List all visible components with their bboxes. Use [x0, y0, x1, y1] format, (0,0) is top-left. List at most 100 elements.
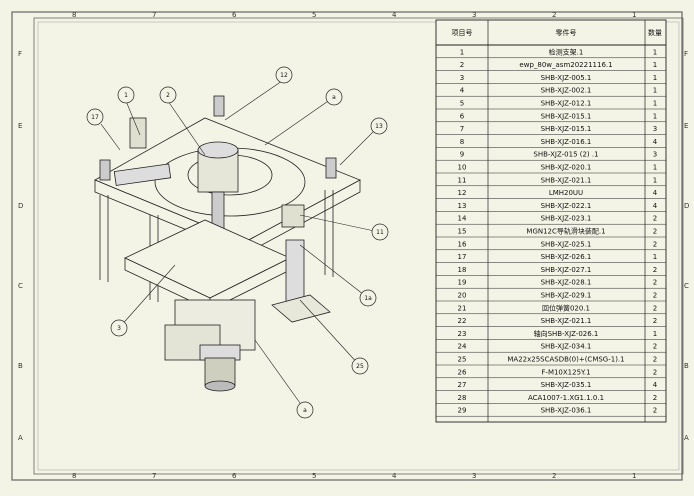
bom-cell-qty: 1 [653, 87, 657, 95]
zone-number: 1 [632, 472, 636, 480]
zone-letter: E [684, 122, 688, 130]
callout-label: 12 [280, 72, 288, 79]
bom-cell-item: 15 [458, 228, 467, 236]
bom-header-qty: 数量 [648, 28, 662, 37]
zone-letter: C [18, 282, 23, 290]
zone-number: 6 [232, 11, 237, 19]
bom-cell-item: 10 [458, 164, 467, 172]
bom-cell-item: 16 [458, 240, 467, 248]
bom-cell-item: 29 [458, 407, 467, 415]
bom-cell-part: SHB-XJZ-012.1 [541, 100, 592, 108]
bom-cell-qty: 2 [653, 368, 657, 376]
bom-cell-qty: 1 [653, 176, 657, 184]
right-base-plate [271, 294, 331, 323]
bom-cell-qty: 2 [653, 317, 657, 325]
left-bracket [129, 117, 147, 149]
bom-cell-qty: 2 [653, 240, 657, 248]
bom-cell-part: SHB-XJZ-016.1 [541, 138, 592, 146]
left-zone-letters: F E D C B A [18, 50, 23, 442]
bom-cell-qty: 2 [653, 279, 657, 287]
callout-label: 13 [375, 123, 383, 130]
bom-cell-part: SHB-XJZ-022.1 [541, 202, 592, 210]
zone-letter: C [684, 282, 689, 290]
zone-number: 4 [392, 11, 397, 19]
zone-number: 6 [232, 472, 237, 480]
bom-cell-item: 14 [458, 215, 467, 223]
bom-cell-part: SHB-XJZ-034.1 [541, 343, 592, 351]
bom-cell-item: 9 [460, 151, 464, 159]
bom-cell-part: ewp_80w_asm20221116.1 [519, 61, 612, 69]
callout-label: 25 [356, 363, 364, 370]
callout-leaders [100, 80, 380, 411]
bom-cell-qty: 2 [653, 215, 657, 223]
bom-cell-part: SHB-XJZ-028.1 [541, 279, 592, 287]
callout-balloon: 13 [370, 117, 388, 135]
bom-cell-qty: 2 [653, 292, 657, 300]
bom-cell-item: 26 [458, 368, 467, 376]
bom-cell-item: 24 [458, 343, 467, 351]
bom-cell-item: 8 [460, 138, 464, 146]
bom-cell-item: 2 [460, 61, 464, 69]
bom-cell-part: SHB-XJZ-015.1 [541, 112, 592, 120]
bom-cell-qty: 1 [653, 100, 657, 108]
bom-row: 2 ewp_80w_asm20221116.1 1 [436, 61, 666, 71]
bom-cell-part: SHB-XJZ-036.1 [541, 407, 592, 415]
bom-table-border [435, 19, 667, 423]
bom-cell-qty: 1 [653, 74, 657, 82]
bom-cell-part: SHB-XJZ-015.1 [541, 125, 592, 133]
bom-cell-qty: 2 [653, 304, 657, 312]
zone-number: 5 [312, 11, 316, 19]
zone-number: 3 [472, 472, 476, 480]
bom-cell-item: 23 [458, 330, 467, 338]
bom-cell-item: 27 [458, 381, 467, 389]
bom-cell-qty: 4 [653, 202, 658, 210]
callout-balloon: 11 [371, 223, 389, 241]
callout-balloon: a [296, 401, 314, 419]
bom-header-part: 零件号 [556, 28, 577, 37]
drawing-border [11, 11, 684, 481]
callout-balloon: 25 [351, 357, 369, 375]
right-cylinder [285, 239, 305, 303]
bom-cell-qty: 1 [653, 61, 657, 69]
callout-balloon: 2 [159, 86, 177, 104]
bom-cell-qty: 2 [653, 394, 657, 402]
callout-label: 17 [91, 114, 99, 121]
callout-label: 11 [376, 229, 384, 236]
bom-cell-part: ACA1007-1.XG1.1.0.1 [528, 394, 604, 402]
bom-cell-part: 检测支架.1 [549, 47, 584, 56]
bom-cell-part: SHB-XJZ-035.1 [541, 381, 592, 389]
zone-number: 8 [72, 472, 76, 480]
zone-number: 7 [152, 472, 156, 480]
zone-number: 8 [72, 11, 76, 19]
bom-cell-part: SHB-XJZ-023.1 [541, 215, 592, 223]
bom-cell-qty: 2 [653, 356, 657, 364]
post-top-back [213, 95, 225, 117]
zone-number: 4 [392, 472, 397, 480]
callout-balloon: 12 [275, 66, 293, 84]
bom-cell-item: 19 [458, 279, 467, 287]
assembly-illustration [94, 95, 361, 392]
top-zone-numbers: 8 7 6 5 4 3 2 1 [72, 11, 636, 19]
callout-label: 1a [364, 295, 372, 302]
right-zone-letters: F E D C B A [684, 50, 689, 442]
callout-balloon: 3 [110, 319, 128, 337]
callout-balloon: 17 [86, 108, 104, 126]
left-cylinder [113, 163, 172, 186]
bom-cell-item: 3 [460, 74, 464, 82]
